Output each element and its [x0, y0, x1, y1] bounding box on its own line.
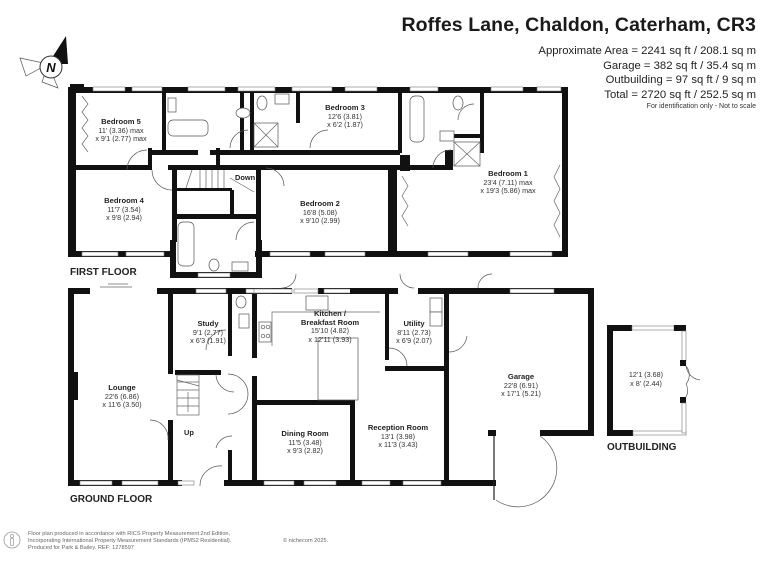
north-arrow-icon: N — [19, 36, 84, 89]
room-garage: Garage 22'8 (6.91) x 17'1 (5.21) — [501, 372, 541, 399]
room-dining: Dining Room 11'5 (3.48) x 9'3 (2.82) — [281, 429, 329, 456]
first-floor-label: FIRST FLOOR — [70, 267, 137, 278]
room-utility: Utility 8'11 (2.73) x 6'9 (2.07) — [396, 319, 432, 346]
stairs-down-label: Down — [235, 173, 256, 182]
person-icon — [3, 531, 21, 549]
outbuilding-label: OUTBUILDING — [607, 442, 677, 453]
area-garage: Garage = 382 sq ft / 35.4 sq m — [603, 59, 756, 72]
room-reception: Reception Room 13'1 (3.98) x 11'3 (3.43) — [367, 423, 429, 450]
ground-floor-plan — [68, 273, 594, 508]
svg-text:N: N — [46, 60, 56, 75]
room-study: Study 9'1 (2.77) x 6'3 (1.91) — [190, 319, 226, 346]
room-bedroom-5: Bedroom 5 11' (3.36) max x 9'1 (2.77) ma… — [95, 117, 147, 144]
room-bedroom-2: Bedroom 2 16'8 (5.08) x 9'10 (2.99) — [300, 199, 340, 226]
room-bedroom-3: Bedroom 3 12'6 (3.81) x 6'2 (1.87) — [325, 103, 365, 130]
room-bedroom-4: Bedroom 4 11'7 (3.54) x 9'8 (2.94) — [104, 196, 144, 223]
area-total: Total = 2720 sq ft / 252.5 sq m — [604, 88, 756, 101]
ground-floor-label: GROUND FLOOR — [70, 494, 153, 505]
disclaimer: For identification only - Not to scale — [646, 103, 756, 110]
room-lounge: Lounge 22'6 (6.86) x 11'6 (3.50) — [102, 383, 142, 410]
footer-line-1: Floor plan produced in accordance with R… — [28, 531, 231, 537]
outbuilding-plan — [607, 325, 701, 436]
area-approximate: Approximate Area = 2241 sq ft / 208.1 sq… — [538, 45, 756, 57]
room-kitchen-breakfast: Kitchen / Breakfast Room 15'10 (4.82) x … — [300, 309, 360, 344]
footer-line-2: Incorporating International Property Mea… — [28, 537, 232, 544]
copyright: © nichecom 2025. — [283, 538, 329, 544]
property-title: Roffes Lane, Chaldon, Caterham, CR3 — [401, 14, 756, 36]
outbuilding-dimensions: 12'1 (3.68) x 8' (2.44) — [628, 370, 664, 388]
footer-line-3: Produced for Park & Bailey. REF: 1278597 — [28, 544, 134, 551]
area-outbuilding: Outbuilding = 97 sq ft / 9 sq m — [605, 74, 756, 86]
area-summary: Approximate Area = 2241 sq ft / 208.1 sq… — [538, 44, 756, 102]
room-bedroom-1: Bedroom 1 23'4 (7.11) max x 19'3 (5.86) … — [480, 169, 536, 196]
footer-notes: Floor plan produced in accordance with R… — [28, 531, 328, 552]
stairs-up-label: Up — [184, 428, 194, 437]
first-floor-plan — [68, 86, 568, 278]
